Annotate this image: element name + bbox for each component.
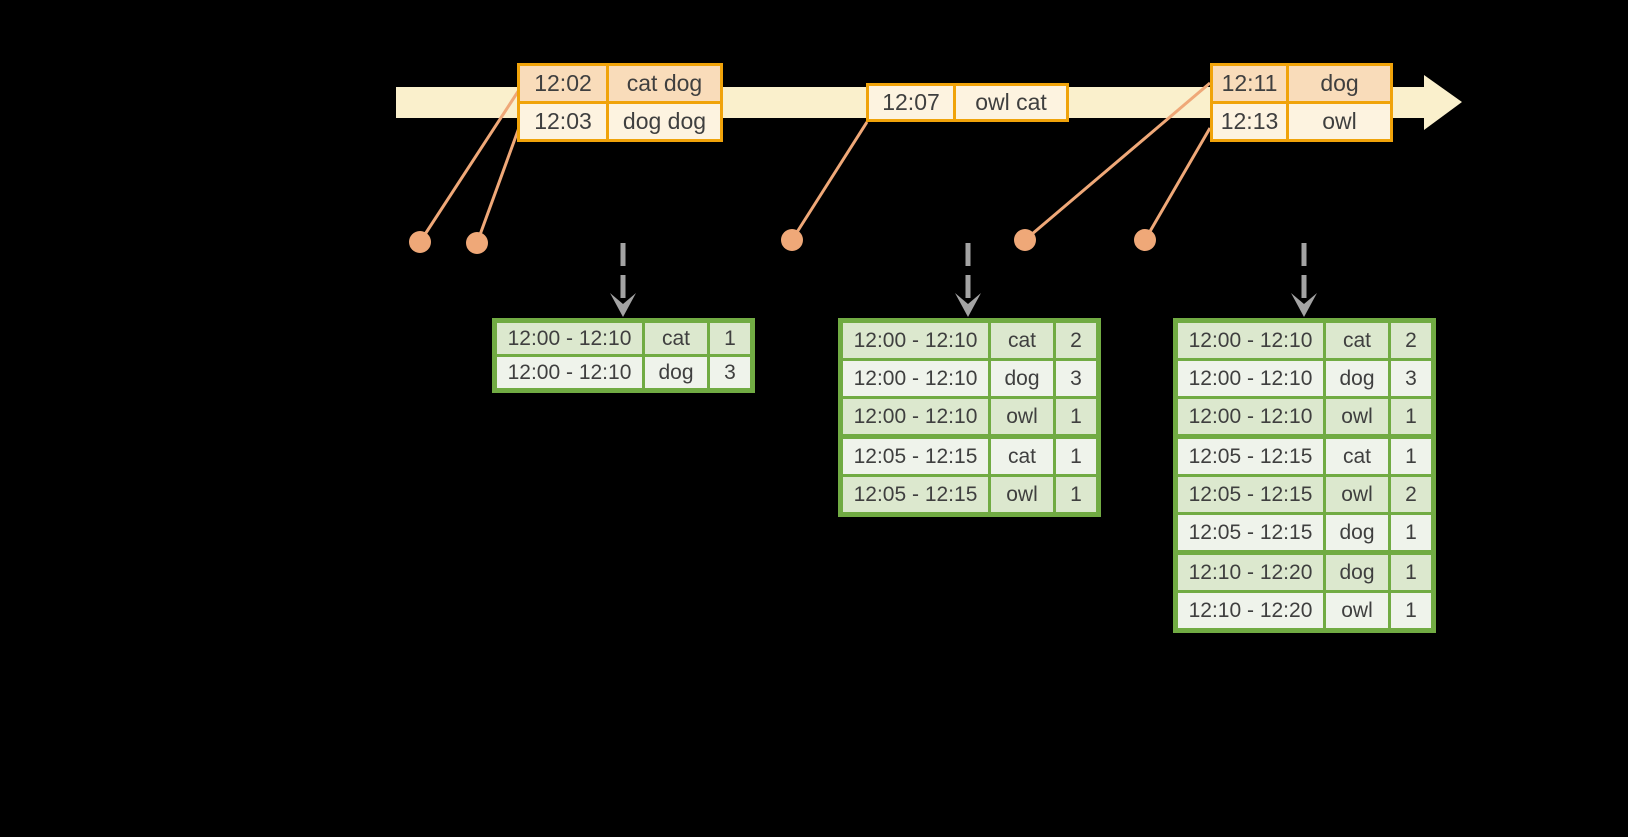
event-dot-icon: [1134, 229, 1156, 251]
word: cat: [991, 439, 1053, 474]
word: dog: [1326, 361, 1388, 396]
count: 1: [1391, 439, 1431, 474]
window-range: 12:00 - 12:10: [843, 399, 988, 434]
window-range: 12:05 - 12:15: [1178, 515, 1323, 550]
window-range: 12:00 - 12:10: [497, 323, 642, 354]
result-row: 12:00 - 12:10 owl 1: [1178, 399, 1431, 434]
window-range: 12:00 - 12:10: [1178, 361, 1323, 396]
count: 2: [1056, 323, 1096, 358]
event-dot-icon: [781, 229, 803, 251]
word: cat: [1326, 439, 1388, 474]
event-dot-icon: [466, 232, 488, 254]
result-row: 12:00 - 12:10 dog 3: [1178, 361, 1431, 396]
event-connector-line: [418, 89, 521, 243]
word: dog: [645, 357, 707, 388]
result-row: 12:10 - 12:20 owl 1: [1178, 593, 1431, 628]
event-words: owl cat: [956, 86, 1066, 119]
word: cat: [1326, 323, 1388, 358]
count: 3: [710, 357, 750, 388]
result-row: 12:00 - 12:10 dog 3: [843, 361, 1096, 396]
count: 1: [1056, 439, 1096, 474]
event-words: cat dog: [609, 66, 720, 101]
result-row: 12:10 - 12:20 dog 1: [1178, 555, 1431, 590]
result-row: 12:00 - 12:10 dog 3: [497, 357, 750, 388]
event-connector-line: [1024, 81, 1211, 242]
result-table-1: 12:00 - 12:10 cat 1 12:00 - 12:10 dog 3: [492, 318, 755, 393]
event-table-1: 12:02 cat dog 12:03 dog dog: [517, 63, 723, 142]
count: 1: [1056, 399, 1096, 434]
result-row: 12:05 - 12:15 cat 1: [843, 439, 1096, 474]
window-range: 12:05 - 12:15: [1178, 477, 1323, 512]
result-table-2: 12:00 - 12:10 cat 2 12:00 - 12:10 dog 3 …: [838, 318, 1101, 517]
event-time: 12:07: [869, 86, 953, 119]
result-row: 12:05 - 12:15 cat 1: [1178, 439, 1431, 474]
trigger-arrow-icon: [1291, 243, 1317, 317]
window-range: 12:10 - 12:20: [1178, 555, 1323, 590]
event-time: 12:03: [520, 104, 606, 139]
count: 1: [1391, 555, 1431, 590]
trigger-arrow-icon: [955, 243, 981, 317]
event-words: owl: [1289, 104, 1390, 139]
count: 3: [1391, 361, 1431, 396]
trigger-arrow-icon: [610, 243, 636, 317]
event-table-2: 12:07 owl cat: [866, 83, 1069, 122]
word: owl: [1326, 399, 1388, 434]
window-range: 12:00 - 12:10: [843, 323, 988, 358]
window-range: 12:05 - 12:15: [843, 439, 988, 474]
event-table-3: 12:11 dog 12:13 owl: [1210, 63, 1393, 142]
word: dog: [991, 361, 1053, 396]
result-row: 12:05 - 12:15 owl 2: [1178, 477, 1431, 512]
window-range: 12:00 - 12:10: [497, 357, 642, 388]
timeline-arrowhead-icon: [1424, 75, 1462, 130]
result-row: 12:05 - 12:15 owl 1: [843, 477, 1096, 512]
word: owl: [991, 477, 1053, 512]
window-range: 12:10 - 12:20: [1178, 593, 1323, 628]
result-row: 12:00 - 12:10 owl 1: [843, 399, 1096, 434]
event-row: 12:13 owl: [1213, 104, 1390, 139]
event-words: dog: [1289, 66, 1390, 101]
event-time: 12:11: [1213, 66, 1286, 101]
event-time: 12:13: [1213, 104, 1286, 139]
word: dog: [1326, 555, 1388, 590]
window-range: 12:00 - 12:10: [1178, 399, 1323, 434]
word: dog: [1326, 515, 1388, 550]
event-row: 12:02 cat dog: [520, 66, 720, 101]
event-row: 12:11 dog: [1213, 66, 1390, 101]
window-range: 12:00 - 12:10: [1178, 323, 1323, 358]
count: 3: [1056, 361, 1096, 396]
count: 2: [1391, 323, 1431, 358]
result-row: 12:00 - 12:10 cat 2: [843, 323, 1096, 358]
event-dot-icon: [1014, 229, 1036, 251]
count: 1: [1056, 477, 1096, 512]
count: 1: [710, 323, 750, 354]
count: 1: [1391, 593, 1431, 628]
event-time: 12:02: [520, 66, 606, 101]
count: 2: [1391, 477, 1431, 512]
result-table-3: 12:00 - 12:10 cat 2 12:00 - 12:10 dog 3 …: [1173, 318, 1436, 633]
count: 1: [1391, 399, 1431, 434]
event-connector-line: [790, 121, 869, 241]
window-range: 12:05 - 12:15: [843, 477, 988, 512]
word: owl: [991, 399, 1053, 434]
result-row: 12:05 - 12:15 dog 1: [1178, 515, 1431, 550]
window-range: 12:05 - 12:15: [1178, 439, 1323, 474]
event-dot-icon: [409, 231, 431, 253]
event-connector-line: [475, 124, 522, 244]
result-row: 12:00 - 12:10 cat 2: [1178, 323, 1431, 358]
event-connector-line: [1143, 127, 1212, 241]
event-words: dog dog: [609, 104, 720, 139]
window-range: 12:00 - 12:10: [843, 361, 988, 396]
word: cat: [645, 323, 707, 354]
word: owl: [1326, 477, 1388, 512]
result-row: 12:00 - 12:10 cat 1: [497, 323, 750, 354]
count: 1: [1391, 515, 1431, 550]
word: cat: [991, 323, 1053, 358]
word: owl: [1326, 593, 1388, 628]
event-row: 12:03 dog dog: [520, 104, 720, 139]
event-row: 12:07 owl cat: [869, 86, 1066, 119]
